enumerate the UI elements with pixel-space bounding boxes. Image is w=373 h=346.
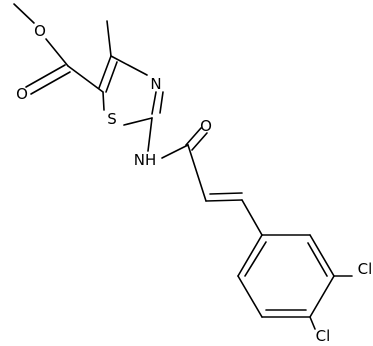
bond-s-c5 — [102, 91, 105, 111]
bond-alpha-beta-double — [205, 199, 243, 202]
atom-o-amide: O — [200, 117, 212, 135]
bond-amide-c-double-o — [185, 127, 202, 146]
bond-ester-c-ring — [67, 65, 104, 93]
atom-n-thiazole: N — [150, 75, 161, 93]
bond-c5-c4-double — [98, 55, 112, 89]
atom-o-ester-carbonyl: O — [16, 85, 28, 103]
bond-ester-c-double-o-2 — [30, 71, 71, 95]
bond-aryl-3 — [309, 275, 335, 318]
bond-c4-methyl — [106, 20, 112, 57]
atom-s-thiazole: S — [107, 110, 117, 128]
bond-amide-c-double-o-2 — [191, 132, 208, 151]
bond-aryl-6-inner — [244, 241, 267, 277]
bond-c4-cl — [309, 316, 316, 330]
bond-c2-s — [123, 117, 153, 126]
bond-c5-c4-double-2 — [105, 61, 118, 93]
bond-n-c2-double — [151, 91, 157, 115]
atom-cl-para: Cl — [316, 327, 331, 345]
bond-beta-aryl — [241, 199, 263, 236]
bond-carbonyl-alpha — [187, 144, 207, 202]
bond-nh-carbonyl — [161, 144, 189, 159]
bond-c4-n — [110, 55, 148, 76]
atom-cl-meta: Cl — [358, 260, 373, 278]
bond-aryl-2-inner — [307, 242, 328, 277]
bond-methyl-o — [13, 3, 35, 24]
bond-aryl-5 — [237, 275, 263, 318]
bond-ester-c-double-o — [25, 64, 66, 88]
bond-c2-nh — [147, 117, 153, 152]
bond-n-c2-double-2 — [159, 91, 164, 114]
atom-o-ether: O — [34, 22, 46, 40]
bond-aryl-2 — [309, 234, 335, 277]
bond-o-carbonyl-carbon — [45, 38, 69, 67]
atom-nh-amide: NH — [134, 151, 157, 169]
bond-alpha-beta-double-2 — [209, 192, 243, 195]
bond-aryl-6 — [237, 234, 263, 277]
